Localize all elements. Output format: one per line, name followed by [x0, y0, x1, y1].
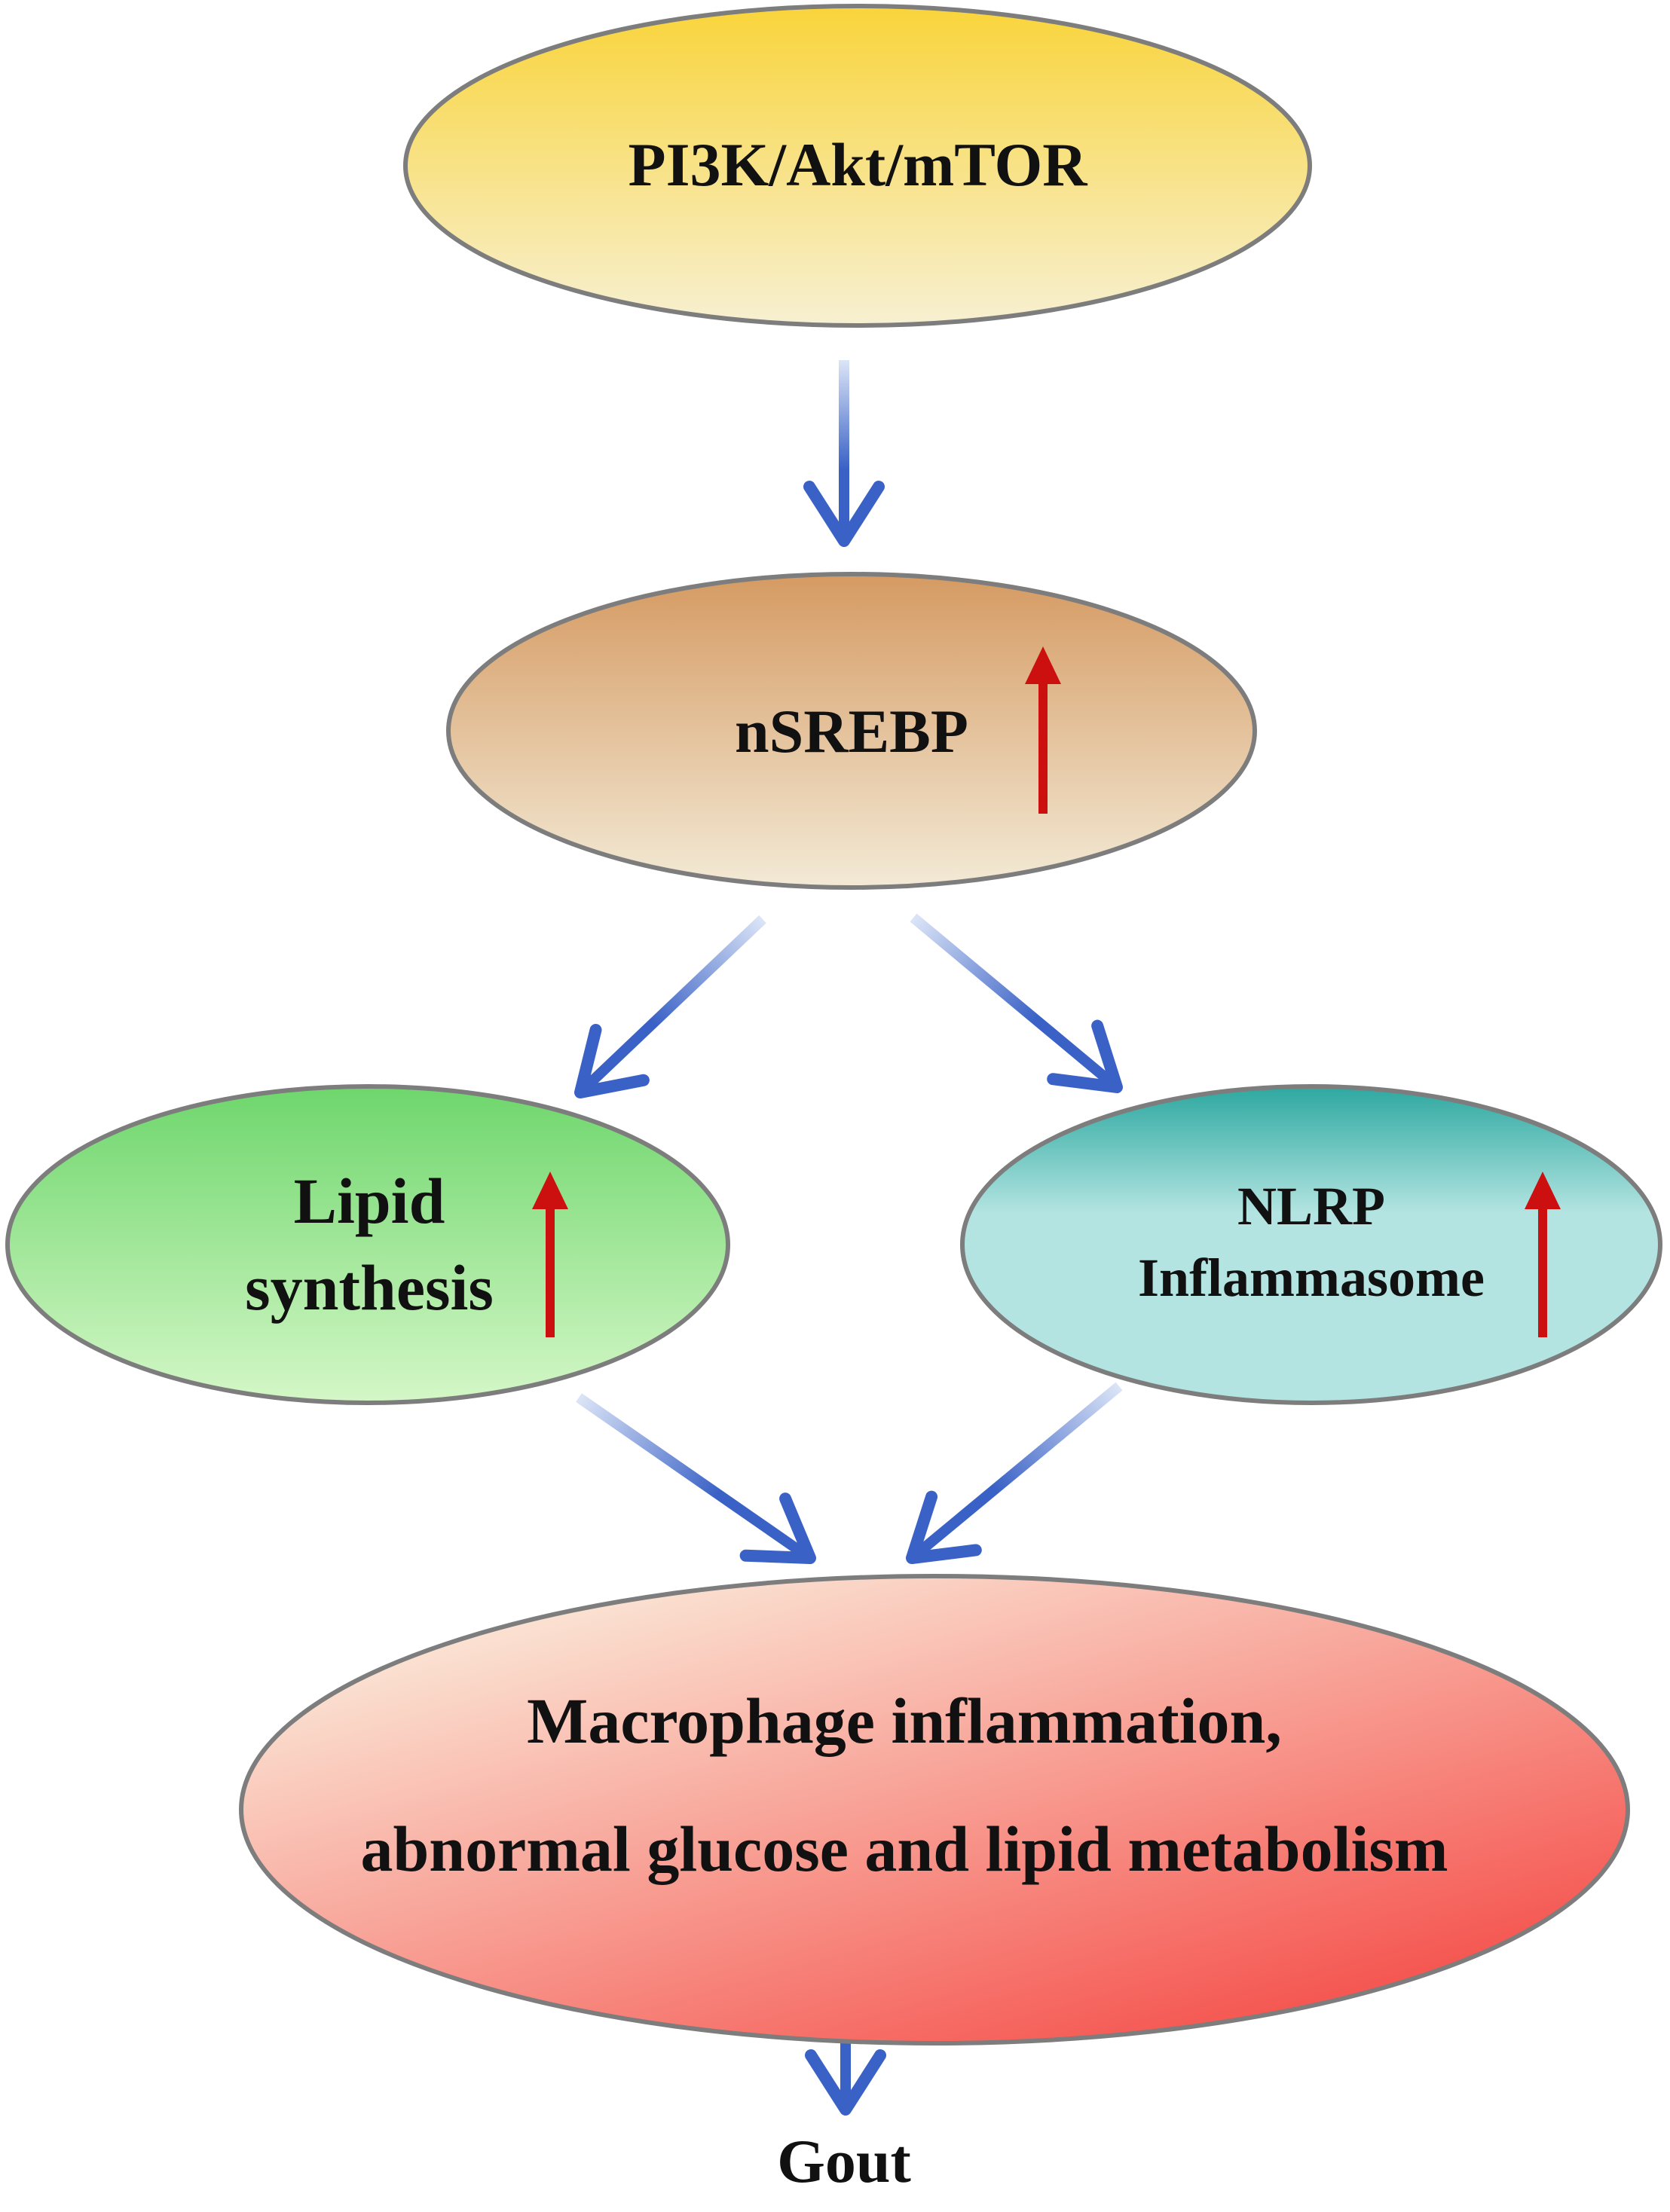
flow-arrow-head	[906, 1490, 982, 1564]
flow-arrow-head	[805, 2049, 886, 2116]
flow-arrow-shaft	[579, 915, 766, 1095]
nsrebp-increase-arrow-icon	[1025, 646, 1061, 814]
flow-arrow-lipid-to-macrophage	[576, 1393, 816, 1564]
nsrebp-node	[446, 572, 1257, 890]
macrophage-label-line-1: Macrophage inflammation,	[527, 1685, 1282, 1757]
macrophage-node	[239, 1574, 1630, 2045]
pi3k-label: PI3K/Akt/mTOR	[628, 130, 1087, 199]
flow-arrow-shaft	[910, 1382, 1123, 1560]
flow-arrow-head	[739, 1492, 816, 1564]
nlrp-label-line-1: NLRP	[1237, 1176, 1385, 1236]
flow-arrow-shaft	[910, 913, 1118, 1089]
nlrp-increase-arrow-icon	[1525, 1172, 1561, 1337]
flow-arrow-nsrebp-to-nlrp	[910, 913, 1123, 1093]
flow-arrow-head	[574, 1024, 650, 1098]
flow-arrow-nsrebp-to-lipid	[574, 915, 766, 1098]
lipid-label-line-2: synthesis	[245, 1251, 494, 1324]
flow-arrow-nlrp-to-macrophage	[906, 1382, 1123, 1564]
nlrp-label-line-2: Inflammasome	[1138, 1248, 1485, 1308]
macrophage-label-line-2: abnormal glucose and lipid metabolism	[360, 1813, 1448, 1885]
lipid-label-line-1: Lipid	[293, 1165, 445, 1237]
gout-label: Gout	[777, 2127, 911, 2195]
nsrebp-label: nSREBP	[735, 697, 968, 765]
flow-arrow-head	[803, 481, 885, 547]
flow-arrow-shaft	[576, 1393, 811, 1561]
flow-arrow-head	[1047, 1019, 1123, 1093]
flow-arrow-pi3k-to-nsrebp	[803, 360, 885, 547]
nlrp-inflammasome-node	[960, 1084, 1662, 1405]
lipid-increase-arrow-icon	[532, 1172, 568, 1337]
pi3k-node	[403, 4, 1312, 328]
